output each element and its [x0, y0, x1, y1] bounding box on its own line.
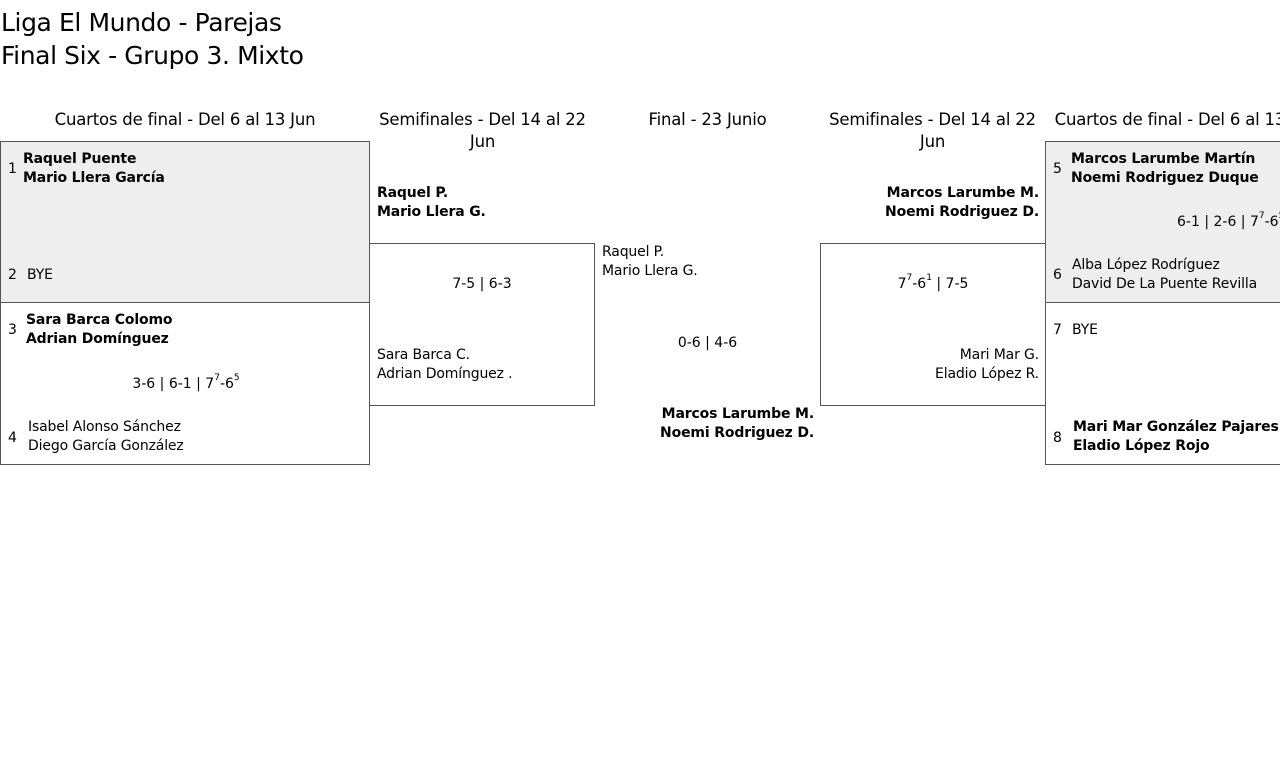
qf-right-match-1[interactable]: 5 Marcos Larumbe Martín Noemi Rodriguez … [1045, 141, 1280, 303]
final-team-top: Mario Llera G. [602, 263, 698, 279]
seed-number: 4 [8, 430, 17, 446]
team-player: Alba López Rodríguez [1072, 257, 1220, 273]
qf-left-match-1[interactable]: 1 Raquel Puente Mario Llera García 2 BYE [0, 141, 370, 303]
sf-right-match[interactable]: 77-61 | 7-5 Mari Mar G. Eladio López R. [820, 243, 1046, 406]
match-score: 7-5 | 6-3 [452, 276, 512, 292]
team-player: Diego García González [28, 438, 184, 454]
seed-number: 7 [1053, 322, 1062, 338]
team-player: Sara Barca C. [377, 347, 470, 363]
sf-left-match[interactable]: 7-5 | 6-3 Sara Barca C. Adrian Domínguez… [369, 243, 595, 406]
team-player: Mario Llera García [23, 170, 165, 186]
column-header-final: Final - 23 Junio [648, 110, 767, 129]
column-header-qf-left: Cuartos de final - Del 6 al 13 Jun [54, 110, 316, 129]
team-player: David De La Puente Revilla [1072, 276, 1257, 292]
seed-number: 1 [8, 161, 17, 177]
team-player: Sara Barca Colomo [26, 312, 173, 328]
team-player: Raquel Puente [23, 151, 137, 167]
match-score: 3-6 | 6-1 | 77-65 [132, 373, 240, 392]
sf-left-team-top: Mario Llera G. [377, 204, 486, 220]
page-title: Liga El Mundo - Parejas [1, 8, 282, 37]
sf-right-team-top: Marcos Larumbe M. [886, 185, 1039, 201]
final-team-top: Raquel P. [602, 244, 665, 260]
qf-left-match-2[interactable]: 3 Sara Barca Colomo Adrian Domínguez 3-6… [0, 302, 370, 465]
team-player: BYE [27, 267, 53, 283]
sf-right-team-top: Noemi Rodriguez D. [885, 204, 1039, 220]
column-header-sf-right: Semifinales - Del 14 al 22 Jun [829, 110, 1036, 151]
qf-right-match-2[interactable]: 7 BYE 8 Mari Mar González Pajares Eladio… [1045, 302, 1280, 465]
sf-left-team-top: Raquel P. [377, 185, 449, 201]
page-subtitle: Final Six - Grupo 3. Mixto [1, 41, 304, 70]
team-player: Marcos Larumbe Martín [1071, 151, 1256, 167]
final-winner: Marcos Larumbe M. [661, 406, 814, 422]
team-player: Isabel Alonso Sánchez [28, 419, 181, 435]
match-score: 6-1 | 2-6 | 77-65 [1177, 211, 1280, 230]
seed-number: 6 [1053, 267, 1062, 283]
column-header-sf-left: Semifinales - Del 14 al 22 Jun [379, 110, 586, 151]
team-player: Adrian Domínguez [26, 331, 169, 347]
team-player: Adrian Domínguez . [377, 366, 513, 382]
seed-number: 8 [1053, 430, 1062, 446]
team-player: Mari Mar González Pajares [1073, 419, 1279, 435]
team-player: Mari Mar G. [959, 347, 1039, 363]
team-player: Eladio López Rojo [1073, 438, 1210, 454]
team-player: BYE [1072, 322, 1098, 338]
final-score: 0-6 | 4-6 [677, 335, 738, 351]
seed-number: 5 [1053, 161, 1062, 177]
team-player: Eladio López R. [935, 366, 1039, 382]
final-winner: Noemi Rodriguez D. [660, 425, 814, 441]
seed-number: 3 [8, 322, 17, 338]
team-player: Noemi Rodriguez Duque [1071, 170, 1259, 186]
column-header-qf-right: Cuartos de final - Del 6 al 13 Jun [1054, 110, 1280, 129]
seed-number: 2 [8, 267, 17, 283]
match-score: 77-61 | 7-5 [897, 273, 969, 292]
